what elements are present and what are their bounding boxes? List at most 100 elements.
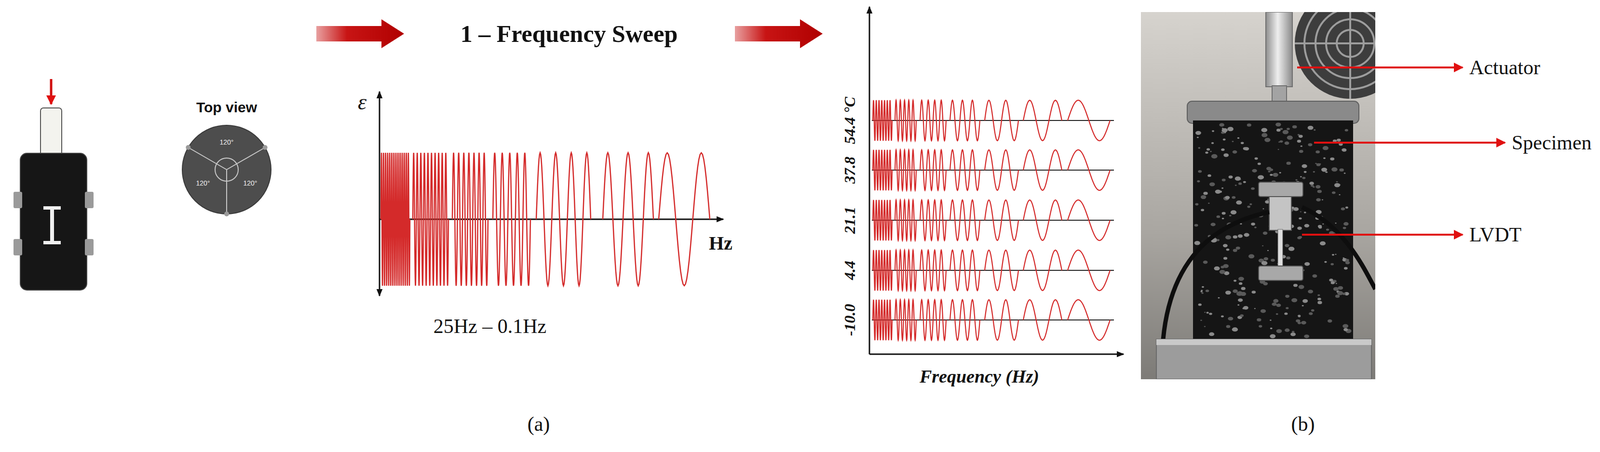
aggregate [1298, 284, 1305, 289]
aggregate [1194, 224, 1199, 228]
aggregate [1300, 211, 1302, 213]
aggregate [1208, 312, 1213, 316]
aggregate [1243, 306, 1249, 311]
aggregate [1297, 226, 1302, 231]
aggregate [1215, 189, 1221, 194]
aggregate [1261, 260, 1268, 266]
aggregate [1221, 187, 1224, 190]
angle-label: 120° [219, 138, 234, 147]
aggregate [1270, 258, 1275, 262]
aggregate [1257, 162, 1262, 165]
aggregate [1307, 143, 1313, 147]
top-view [182, 125, 272, 217]
leader-arrow [1297, 66, 1463, 69]
aggregate [1324, 261, 1327, 264]
specimen-sketch [13, 79, 94, 291]
row-wave-segment [1067, 250, 1111, 291]
axis-label: ε [357, 90, 367, 115]
aggregate [1303, 171, 1307, 174]
division-lines [188, 147, 265, 215]
aggregate [1249, 203, 1252, 206]
aggregate [1221, 178, 1226, 182]
aggregate [1337, 291, 1343, 296]
aggregate [1286, 161, 1291, 165]
aggregate [1315, 198, 1321, 202]
aggregate [1222, 244, 1228, 248]
aggregate [1201, 292, 1204, 295]
aggregate [1254, 308, 1256, 310]
temperature-row [871, 250, 1114, 291]
aggregate [1300, 145, 1303, 148]
aggregate [1232, 327, 1238, 332]
aggregate [1233, 235, 1238, 239]
aggregate [1235, 200, 1242, 205]
aggregate [1221, 212, 1226, 216]
angle-label: 120° [243, 179, 258, 188]
row-wave-segment [920, 100, 947, 141]
aggregate [1317, 189, 1322, 194]
aggregate [1343, 172, 1346, 175]
aggregate [1301, 164, 1307, 169]
aggregate [1203, 191, 1208, 195]
aggregate [1307, 289, 1314, 294]
aggregate [1308, 312, 1313, 316]
aggregate [1298, 315, 1302, 318]
aggregate [1331, 191, 1336, 194]
sweep-wave-segment [536, 152, 591, 286]
aggregate [1295, 319, 1301, 323]
aggregate [1282, 130, 1289, 135]
aggregate [1279, 172, 1282, 174]
aggregate [1230, 210, 1237, 215]
aggregate [1231, 196, 1236, 199]
aggregate [1293, 284, 1298, 287]
aggregate [1301, 321, 1307, 325]
aggregate [1338, 194, 1341, 196]
aggregate [1206, 311, 1209, 314]
aggregate [1271, 302, 1277, 307]
aggregate [1197, 170, 1202, 173]
aggregate [1201, 286, 1205, 289]
aggregate [1310, 184, 1314, 187]
aggregate [1219, 270, 1226, 274]
aggregate [1267, 250, 1269, 252]
aggregate [1198, 303, 1202, 307]
aggregate [1196, 180, 1200, 183]
row-wave-segment [920, 200, 947, 241]
leader-lines [1297, 67, 1506, 235]
aggregate [1328, 278, 1333, 282]
row-wave-segment [984, 200, 1019, 241]
aggregate [1234, 184, 1237, 187]
row-wave-segment [872, 299, 893, 341]
row-wave-segment [894, 299, 917, 341]
lvdt-marks [185, 145, 268, 217]
aggregate [1224, 195, 1230, 200]
aggregate [1270, 327, 1273, 330]
aggregate [1331, 254, 1335, 257]
aggregate [1284, 244, 1290, 248]
aggregate [1315, 162, 1317, 164]
aggregate [1256, 318, 1262, 322]
aggregate [1315, 185, 1321, 189]
aggregate [1273, 299, 1279, 304]
aggregate [1303, 211, 1307, 214]
aggregate [1235, 246, 1241, 250]
aggregate [1269, 174, 1273, 177]
aggregate [1284, 328, 1290, 333]
aggregate [1325, 171, 1328, 173]
row-wave-segment [894, 149, 917, 191]
row-wave-segment [1067, 200, 1111, 241]
aggregate [1335, 283, 1338, 285]
aggregate [1329, 157, 1335, 161]
aggregate [1330, 281, 1335, 285]
aggregate [1321, 199, 1324, 201]
aggregate [1278, 141, 1281, 143]
specimen-section [182, 125, 272, 215]
aggregate [1241, 286, 1246, 290]
row-wave-segment [1023, 250, 1062, 291]
aggregate [1269, 168, 1274, 172]
aggregate [1239, 314, 1244, 317]
row-wave-segment [894, 100, 917, 141]
row-wave-segment [872, 100, 893, 141]
aggregate [1279, 127, 1283, 130]
temperature-label: 4.4 [841, 260, 859, 281]
